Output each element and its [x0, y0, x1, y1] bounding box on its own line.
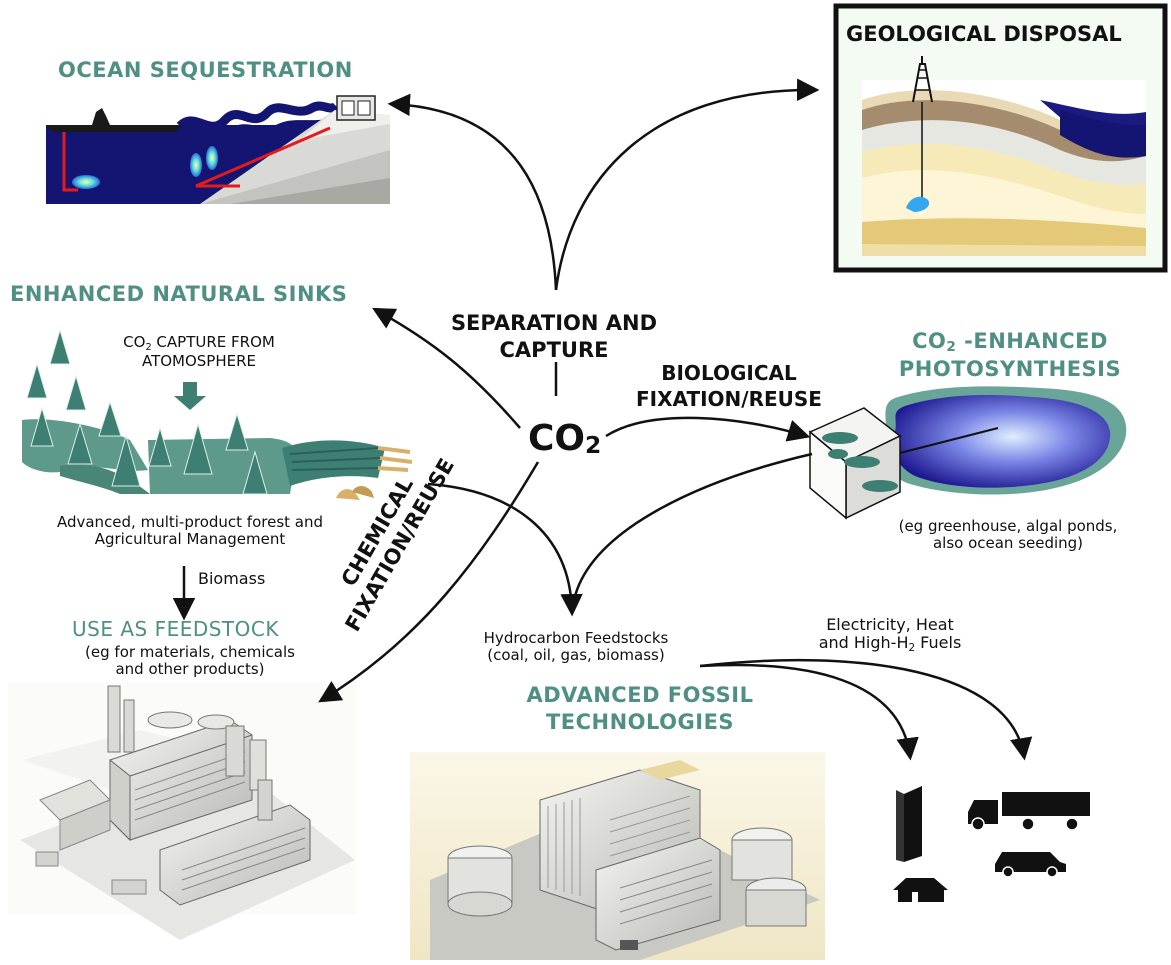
- ocean-sequestration-title: OCEAN SEQUESTRATION: [58, 58, 353, 82]
- feedstock-note: (eg for materials, chemicals and other p…: [40, 643, 340, 679]
- forest-management-label: Advanced, multi-product forest and Agric…: [40, 513, 340, 549]
- photo-enhanced-text: -ENHANCED: [956, 329, 1108, 353]
- elec-high-text: and High-H: [818, 633, 909, 653]
- photo-line-2: PHOTOSYNTHESIS: [898, 357, 1122, 382]
- forest-line-1: Advanced, multi-product forest and: [56, 513, 324, 531]
- end-use-icons: [893, 786, 1090, 902]
- electricity-heat-label: Electricity, Heat and High-H2 Fuels: [790, 615, 990, 655]
- arrow-greenhouse-to-hydrocarbon: [572, 452, 813, 601]
- biological-fixation-label: BIOLOGICAL FIXATION/REUSE: [614, 360, 844, 412]
- photo-note-line-1: (eg greenhouse, algal ponds,: [898, 517, 1118, 535]
- co2-text: CO: [528, 418, 586, 459]
- separation-line-2: CAPTURE: [499, 338, 609, 363]
- fossil-plant-illustration: [410, 752, 825, 960]
- elec-sub-text: 2: [908, 642, 916, 655]
- biomass-label: Biomass: [198, 569, 266, 588]
- bio-line-1: BIOLOGICAL: [661, 361, 797, 385]
- co2-subscript: 2: [585, 431, 602, 459]
- arrow-to-natural-sinks: [372, 307, 521, 429]
- arrow-forest-to-hydrocarbon: [427, 482, 583, 617]
- geological-disposal-title: GEOLOGICAL DISPOSAL: [846, 22, 1122, 46]
- feedstock-note-line-1: (eg for materials, chemicals: [85, 643, 295, 661]
- forest-illustration: [22, 328, 413, 500]
- capture-from-text: CAPTURE FROM: [151, 333, 275, 351]
- photosynthesis-title: CO2 -ENHANCED PHOTOSYNTHESIS: [890, 328, 1130, 382]
- forest-line-2: Agricultural Management: [94, 530, 286, 549]
- ocean-sequestration-illustration: [46, 95, 390, 204]
- advanced-fossil-title: ADVANCED FOSSIL TECHNOLOGIES: [500, 682, 780, 737]
- arrow-to-geological: [554, 78, 820, 291]
- bio-line-2: FIXATION/REUSE: [636, 387, 822, 411]
- use-as-feedstock-title: USE AS FEEDSTOCK: [72, 617, 279, 641]
- photosynthesis-illustration: [808, 386, 1127, 520]
- photo-note-line-2: also ocean seeding): [932, 534, 1084, 553]
- hydrocarbon-feedstocks-label: Hydrocarbon Feedstocks (coal, oil, gas, …: [466, 629, 686, 665]
- elec-line-1: Electricity, Heat: [826, 615, 954, 634]
- separation-capture-label: SEPARATION AND CAPTURE: [436, 310, 672, 365]
- flow-arrows: [172, 78, 1033, 761]
- arrow-to-feedstock: [318, 461, 540, 703]
- co2-center-label: CO2: [528, 418, 601, 459]
- geological-disposal-illustration: [833, 3, 1168, 273]
- arrow-to-vehicles: [699, 658, 1033, 761]
- separation-line-1: SEPARATION AND: [450, 311, 658, 335]
- arrow-to-building: [699, 663, 919, 761]
- photo-co-text: CO: [912, 329, 947, 353]
- feedstock-note-line-2: and other products): [115, 660, 265, 679]
- photosynthesis-note: (eg greenhouse, algal ponds, also ocean …: [888, 517, 1128, 553]
- fossil-line-2: TECHNOLOGIES: [545, 710, 735, 735]
- capture-sub-text: 2: [145, 342, 152, 353]
- fossil-line-1: ADVANCED FOSSIL: [526, 683, 754, 707]
- enhanced-natural-sinks-title: ENHANCED NATURAL SINKS: [10, 282, 348, 306]
- capture-co-text: CO: [123, 333, 146, 351]
- arrow-to-photosynthesis: [605, 416, 811, 442]
- hydro-line-1: Hydrocarbon Feedstocks: [483, 629, 669, 647]
- chemical-plant-illustration: [8, 682, 356, 940]
- arrow-to-ocean: [387, 93, 558, 291]
- co2-capture-atmosphere-label: CO2 CAPTURE FROM ATOMOSPHERE: [106, 333, 292, 371]
- photo-sub-text: 2: [946, 339, 957, 355]
- capture-atmosphere-text: ATOMOSPHERE: [141, 352, 257, 371]
- hydro-line-2: (coal, oil, gas, biomass): [487, 646, 665, 665]
- elec-fuels-text: Fuels: [915, 633, 962, 653]
